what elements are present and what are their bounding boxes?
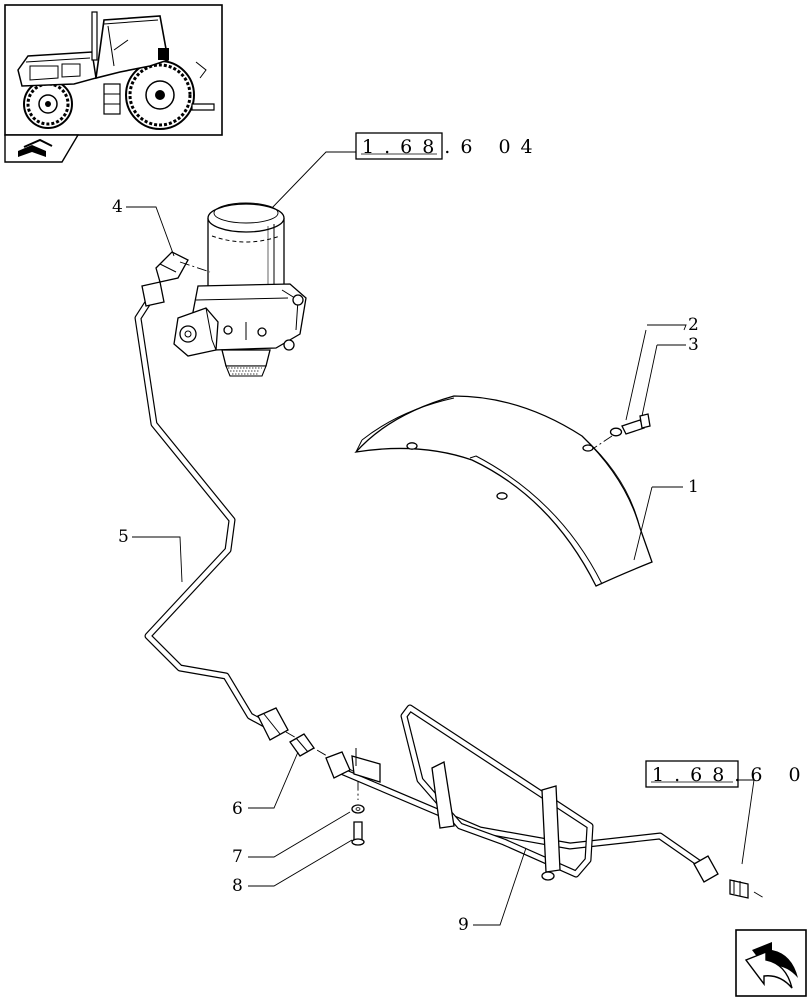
callout-7: 7	[232, 847, 243, 867]
reference-box-right[interactable]: 1.68.6 0	[645, 760, 811, 865]
leader-4	[126, 206, 175, 257]
centerline-fitting	[753, 891, 765, 899]
leader-1	[633, 486, 683, 561]
fender-1	[354, 395, 653, 587]
callout-3: 3	[688, 335, 699, 355]
reference-box-top[interactable]: 1.68.6 04	[269, 132, 543, 211]
tractor-thumbnail-icon	[4, 4, 223, 136]
reference-label-top: 1.68.6 04	[362, 136, 543, 158]
book-icon[interactable]	[4, 134, 80, 163]
bolt-8	[351, 821, 365, 846]
leader-2	[625, 324, 687, 421]
next-page-arrow-icon[interactable]	[735, 929, 807, 997]
pipe-guard-9	[325, 704, 749, 899]
callout-1: 1	[688, 477, 699, 497]
callout-4: 4	[112, 197, 123, 217]
screw-3	[621, 413, 651, 435]
callout-8: 8	[232, 876, 243, 896]
callout-9: 9	[458, 915, 469, 935]
leader-7	[248, 811, 351, 858]
callout-6: 6	[232, 799, 243, 819]
pipe-5	[134, 251, 289, 741]
leader-9	[473, 847, 527, 926]
leader-3	[641, 344, 686, 417]
callout-2: 2	[688, 315, 699, 335]
centerline-dryer	[179, 261, 211, 273]
leader-5	[132, 536, 183, 583]
leader-6	[248, 751, 299, 809]
union-fitting-6	[289, 733, 315, 757]
air-dryer-assembly	[173, 202, 307, 377]
washer-7	[351, 804, 365, 814]
callout-5: 5	[118, 527, 129, 547]
leader-8	[248, 839, 353, 887]
reference-label-right: 1.68.6 0	[652, 764, 811, 786]
washer-2	[609, 427, 623, 437]
